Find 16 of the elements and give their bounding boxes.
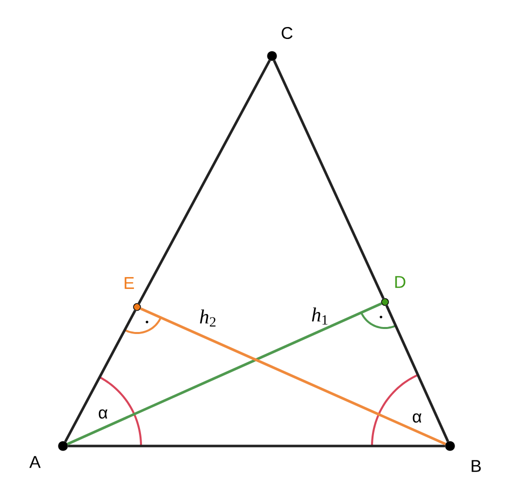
altitude-line: [66, 302, 382, 446]
angle-label: α: [98, 409, 108, 419]
point-label: E: [124, 277, 134, 289]
altitude-line: [140, 307, 446, 446]
edge-label: h$_{2}$: [198, 308, 218, 328]
segment: [138, 60, 271, 304]
point-label: C: [282, 26, 292, 40]
segment: [272, 60, 385, 299]
segment: [64, 310, 136, 442]
point-label: A: [29, 456, 41, 468]
point-label: B: [472, 460, 481, 472]
segment: [68, 444, 446, 448]
edge-label: h$_{1}$: [310, 306, 330, 326]
point-label: D: [395, 276, 406, 288]
segment: [385, 305, 450, 442]
angle-label: α: [412, 413, 422, 423]
